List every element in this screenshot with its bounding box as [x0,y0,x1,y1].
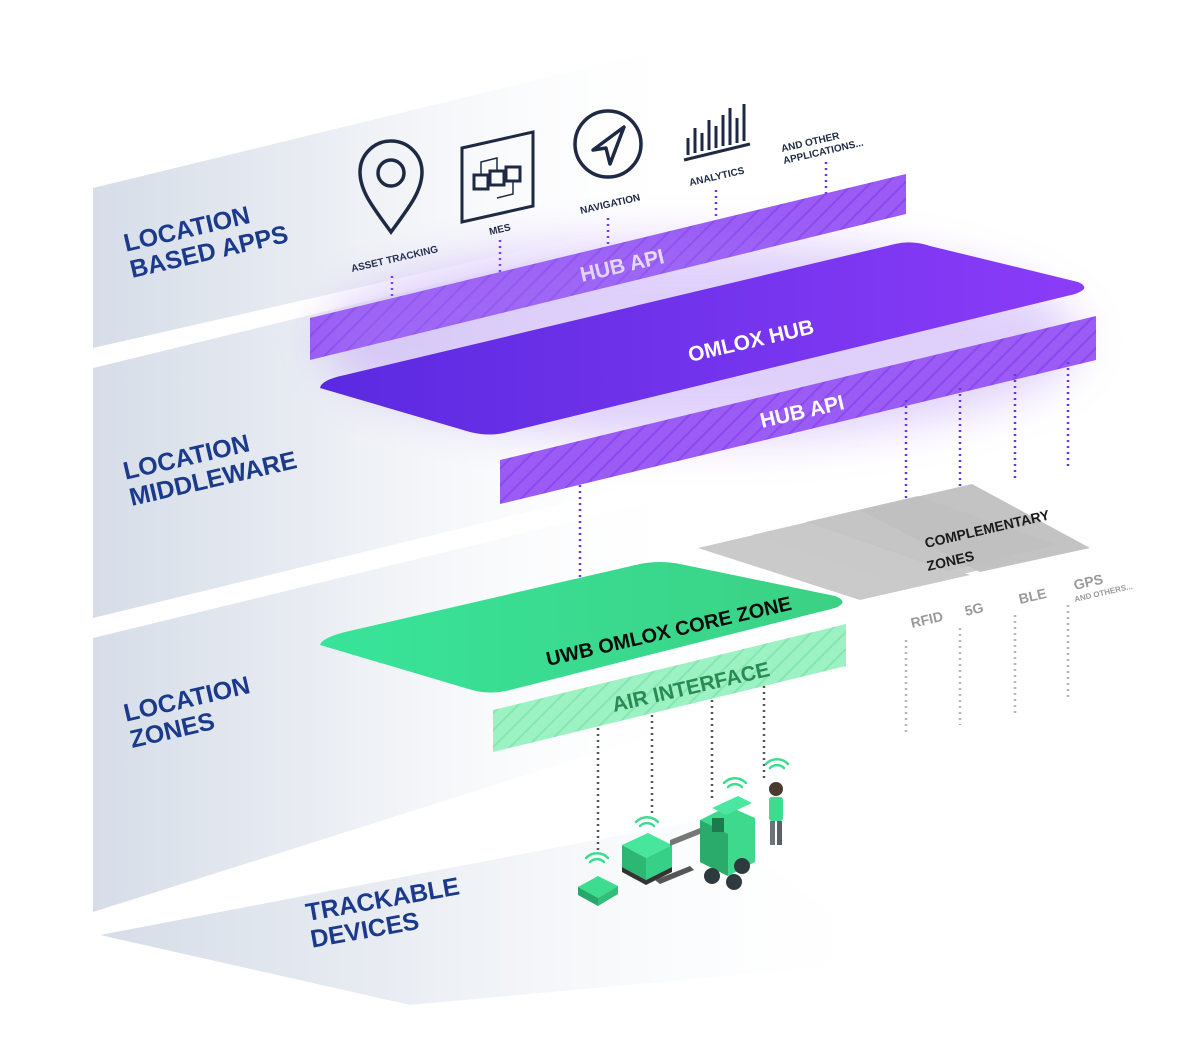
uwb-core-zone-plate [320,562,843,693]
flowchart-icon [460,130,535,224]
wifi-signal-icon [584,757,790,864]
tech-label-gps: GPS [1072,571,1104,593]
forklift-device [670,796,755,890]
trackable-devices [578,757,790,906]
gray-plate-gps [860,484,1090,572]
tech-label-5g: 5G [963,599,985,619]
bar-chart-icon [683,104,751,162]
complementary-zones [698,484,1090,600]
pallet-device [622,833,694,885]
worker-device [769,782,783,845]
location-pin-icon [358,139,424,235]
device-connectors [596,686,766,852]
panel-apps [93,40,700,348]
hub-connectors [578,362,1070,600]
navigation-arrow-icon [573,109,643,179]
asset-tag-device [578,876,618,906]
app-label-mes: MES [488,222,512,238]
panel-devices [100,820,900,1005]
tech-connectors [904,605,1070,735]
tech-label-rfid: RFID [909,608,944,631]
hub-api-bottom-band [500,316,1096,504]
omlox-hub-plate [320,242,1085,435]
air-interface-band [493,624,846,752]
tech-label-ble: BLE [1017,585,1048,607]
